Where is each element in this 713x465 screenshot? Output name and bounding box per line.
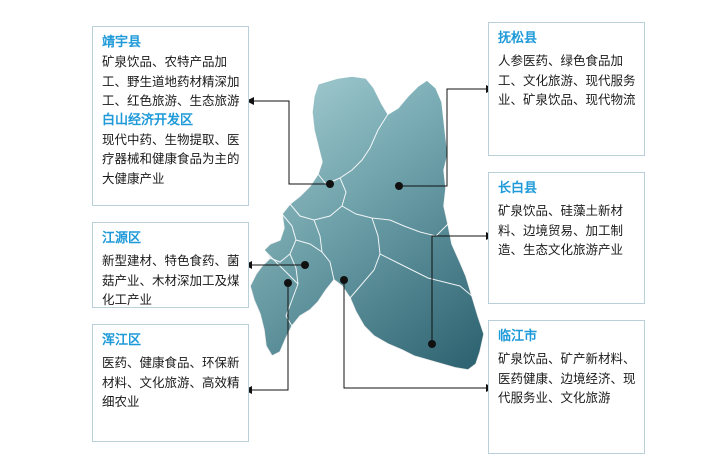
- desc-changbai: 矿泉饮品、硅藻土新材料、边境贸易、加工制造、生态文化旅游产业: [498, 203, 624, 257]
- title-baishan-kaifaqu: 白山经济开发区: [102, 112, 194, 128]
- desc-jiangyuan: 新型建材、特色食药、菌菇产业、木材深加工及煤化工产业: [102, 253, 240, 307]
- desc-linjiang: 矿泉饮品、矿产新材料、医药健康、边境经济、现代服务业、文化旅游: [498, 351, 636, 405]
- title-linjiang: 临江市: [498, 329, 538, 344]
- title-hunjiang: 浑江区: [102, 333, 142, 348]
- map-shading: [250, 76, 484, 370]
- box-jingyu-baishan: 靖宇县 矿泉饮品、农特产品加工、野生道地药材精深加工、红色旅游、生态旅游 白山经…: [92, 26, 249, 206]
- connector-hunjiang: [252, 283, 289, 391]
- box-hunjiang: 浑江区 医药、健康食品、环保新材料、文化旅游、高效精细农业: [92, 324, 249, 442]
- title-jiangyuan: 江源区: [102, 231, 142, 246]
- box-jiangyuan: 江源区 新型建材、特色食药、菌菇产业、木材深加工及煤化工产业: [92, 222, 249, 308]
- dot-linjiang: [340, 276, 348, 284]
- dot-jingyu: [326, 180, 334, 188]
- title-fusong: 抚松县: [498, 31, 538, 46]
- arrow-jingyu: [246, 97, 254, 105]
- box-changbai: 长白县 矿泉饮品、硅藻土新材料、边境贸易、加工制造、生态文化旅游产业: [488, 172, 645, 304]
- desc-hunjiang: 医药、健康食品、环保新材料、文化旅游、高效精细农业: [102, 355, 240, 409]
- dot-jiangyuan: [301, 261, 309, 269]
- desc-fusong: 人参医药、绿色食品加工、文化旅游、现代服务业、矿泉饮品、现代物流: [498, 53, 636, 107]
- title-jingyu: 靖宇县: [102, 35, 142, 50]
- dot-changbai: [428, 340, 436, 348]
- dot-fusong: [395, 182, 403, 190]
- title-changbai: 长白县: [498, 181, 538, 196]
- box-linjiang: 临江市 矿泉饮品、矿产新材料、医药健康、边境经济、现代服务业、文化旅游: [488, 320, 645, 454]
- desc-baishan-kaifaqu: 现代中药、生物提取、医疗器械和健康食品为主的大健康产业: [102, 131, 240, 186]
- desc-jingyu: 矿泉饮品、农特产品加工、野生道地药材精深加工、红色旅游、生态旅游: [102, 54, 240, 108]
- connectors: [252, 88, 486, 391]
- connector-fusong: [399, 88, 486, 187]
- box-fusong: 抚松县 人参医药、绿色食品加工、文化旅游、现代服务业、矿泉饮品、现代物流: [488, 22, 645, 156]
- connector-changbai: [431, 235, 486, 344]
- connector-jingyu: [254, 100, 330, 185]
- dot-hunjiang: [284, 279, 292, 287]
- location-dots: [284, 180, 436, 348]
- connector-linjiang: [343, 280, 486, 389]
